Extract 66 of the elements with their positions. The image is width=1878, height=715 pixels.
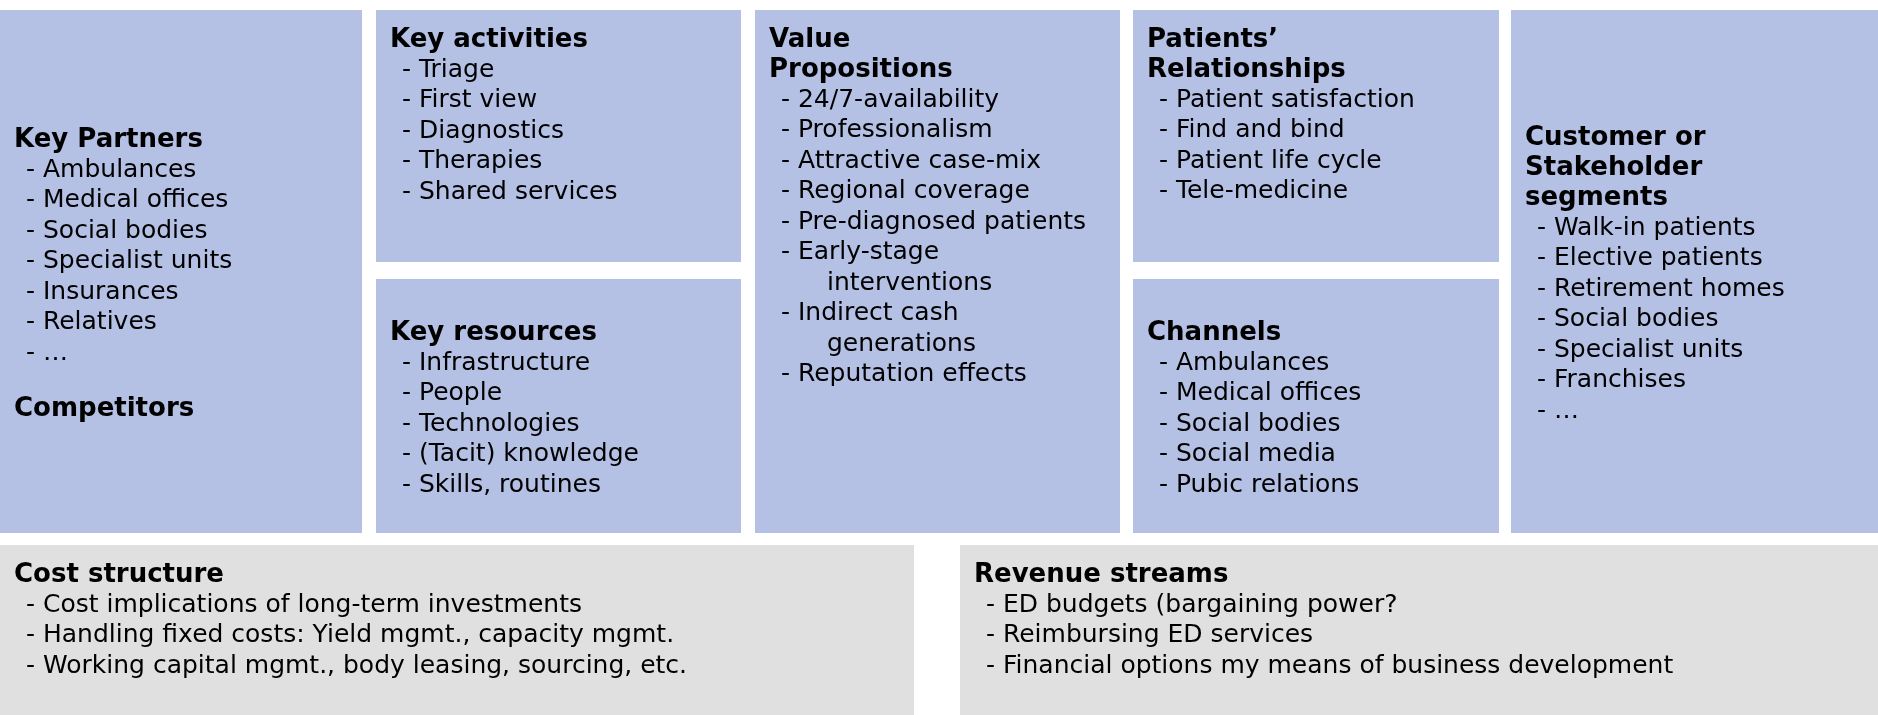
list-item: - Elective patients [1536,242,1764,273]
canvas-block [376,10,741,262]
list-item: - Working capital mgmt., body leasing, sourcing, etc. [25,649,689,681]
block-heading: Key activities [390,24,589,54]
canvas-block [1133,279,1499,533]
block-heading: Revenue streams [974,559,1230,589]
list-item: - Regional coverage [780,175,1031,206]
list-item: - Retirement homes [1536,272,1786,304]
list-item: - Patient satisfaction [1158,83,1416,115]
list-item: - Handling fixed costs: Yield mgmt., capacity mgmt. [25,619,676,650]
block-heading: Cost structure [14,559,225,589]
block-heading: Patients’ Relationships [1147,24,1347,84]
list-item: - Therapies [401,145,544,176]
list-item: - Patient life cycle [1158,144,1383,176]
list-item: - Find and bind [1158,114,1346,145]
list-item: - 24/7-availability [780,83,1001,115]
block-heading: Customer or Stakeholder segments [1525,121,1707,212]
list-item: - First view [401,84,539,115]
list-item: - … [25,336,69,368]
canvas-block [960,545,1878,715]
canvas-block [755,10,1120,533]
canvas-block [1511,10,1878,533]
list-item: - Specialist units [25,245,234,276]
list-item: - Technologies [401,407,581,439]
list-item: - Insurances [25,275,180,307]
list-item: - Medical offices [25,184,230,215]
list-item: - Relatives [25,306,158,337]
block-heading: Value Propositions [769,24,954,84]
list-item: - Ambulances [1158,346,1331,378]
list-item: - Pre-diagnosed patients [780,205,1088,237]
list-item: - Professionalism [780,114,994,145]
list-item: - Social media [1158,438,1337,469]
list-item: - People [401,377,504,408]
list-item: - Reimbursing ED services [985,619,1315,650]
canvas-block [1133,10,1499,262]
list-item: - Indirect cash generations [780,297,977,359]
list-item: - (Tacit) knowledge [401,438,640,469]
list-item: - Ambulances [25,153,198,185]
list-item: - Early-stage interventions [780,236,994,298]
canvas-block [0,10,362,533]
list-item: - Walk-in patients [1536,211,1757,243]
list-item: - Franchises [1536,364,1687,395]
list-item: - Social bodies [1536,303,1720,334]
block-heading: Key Partners [14,123,204,154]
list-item: - Pubic relations [1158,468,1361,500]
list-item: - Social bodies [25,214,209,246]
list-item: - Specialist units [1536,333,1745,365]
list-item: - Tele-medicine [1158,175,1350,206]
list-item: - Shared services [401,175,619,207]
list-item: - Skills, routines [401,468,602,500]
list-item: - Reputation effects [780,358,1028,389]
list-item: - Financial options my means of business development [985,649,1675,681]
block-heading: Channels [1147,316,1283,347]
list-item: - Attractive case-mix [780,144,1043,176]
canvas-block [376,279,741,533]
list-item: - Triage [401,53,496,85]
block-heading: Competitors [14,393,196,424]
list-item: - Cost implications of long-term investments [25,588,584,620]
canvas-block [0,545,914,715]
list-item: - … [1536,394,1580,426]
block-heading: Key resources [390,316,598,347]
list-item: - ED budgets (bargaining power? [985,588,1399,620]
list-item: - Infrastructure [401,346,592,378]
list-item: - Medical offices [1158,377,1363,408]
list-item: - Social bodies [1158,407,1342,439]
list-item: - Diagnostics [401,114,566,146]
